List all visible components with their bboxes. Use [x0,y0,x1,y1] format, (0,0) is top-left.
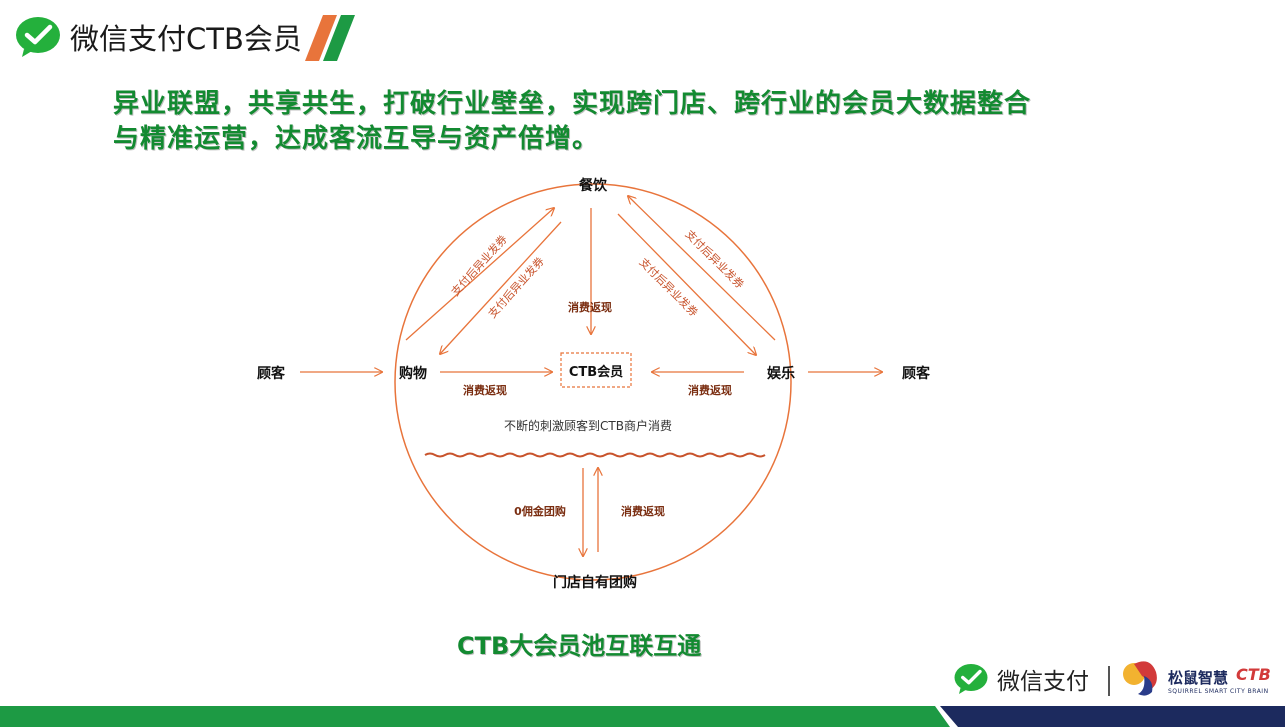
wavy-divider [424,452,766,458]
edge-label-left-inner: 支付后异业发券 [485,254,547,321]
footer-wechat-pay-logo: 微信支付 [953,662,1089,696]
footer-brand-subtitle: SQUIRREL SMART CITY BRAIN [1168,688,1269,695]
arrow-shopping-to-dining [405,208,554,341]
edge-label-zero-commission: 0佣金团购 [514,504,566,518]
diagram-note: 不断的刺激顾客到CTB商户消费 [504,418,672,433]
edge-label-dining-center: 消费返现 [568,300,612,314]
edge-label-entertainment-center: 消费返现 [688,383,732,397]
arrow-dining-to-shopping [440,221,562,354]
header-slash-decoration [305,15,355,61]
center-node-label: CTB会员 [569,364,623,380]
headline-line-2: 与精准运营，达成客流互导与资产倍增。 [113,124,600,154]
wechat-icon [16,17,60,57]
arrow-entertainment-to-dining [628,196,776,341]
header-title: 微信支付CTB会员 [70,22,302,56]
footer-bar [0,706,1285,727]
footer-brand-name: 松鼠智慧 [1168,669,1229,687]
node-entertainment: 娱乐 [767,365,795,382]
headline-line-1: 异业联盟，共享共生，打破行业壁垒，实现跨门店、跨行业的会员大数据整合 [113,89,1032,119]
footer-wechat-pay-text: 微信支付 [997,669,1089,695]
footer-divider [1108,666,1110,696]
footer-brand-ctb: CTB [1236,665,1271,684]
node-customer-left: 顾客 [257,365,286,382]
diagram-caption: CTB大会员池互联互通 [457,632,702,660]
edge-label-shopping-center: 消费返现 [463,383,507,397]
node-shopping: 购物 [399,365,427,382]
node-store-groupbuy: 门店自有团购 [553,574,637,591]
edge-label-bottom-cashback: 消费返现 [621,504,665,518]
arrow-dining-to-entertainment [617,213,756,355]
wechat-logo [14,14,62,60]
center-node-box [560,352,632,388]
wechat-pay-icon [954,664,988,694]
squirrel-logo-icon [1123,661,1157,696]
member-circle [394,183,792,581]
node-dining: 餐饮 [578,177,608,194]
edge-label-right-inner: 支付后异业发券 [637,255,701,319]
node-customer-right: 顾客 [902,365,931,382]
